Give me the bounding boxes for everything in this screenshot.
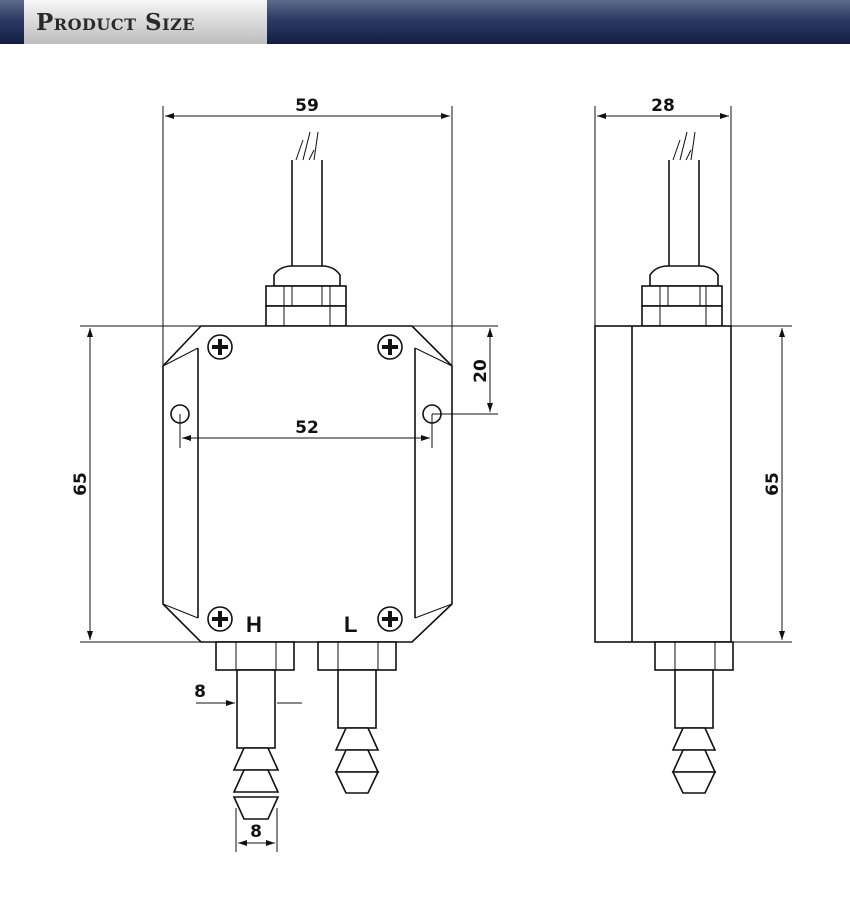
front-view: H L [162, 131, 453, 820]
screw-top-right-icon [377, 334, 403, 360]
dim-label-side-height: 65 [763, 472, 783, 496]
port-label-high: H [246, 612, 262, 637]
side-port-fitting [654, 641, 734, 794]
page-title: Product Size [36, 9, 195, 36]
header-bar: Product Size [0, 0, 850, 44]
side-housing [594, 325, 732, 643]
dim-label-hole-spacing: 52 [295, 418, 319, 438]
front-cable [291, 131, 323, 266]
dimension-hole-offset: 20 [412, 325, 498, 415]
side-cable-gland [641, 265, 723, 327]
dim-label-front-width: 59 [295, 96, 319, 116]
side-cable [668, 131, 700, 266]
port-fitting-high [215, 641, 295, 820]
port-fitting-low [317, 641, 397, 794]
screw-bottom-left-icon [207, 606, 233, 632]
dimension-front-height: 65 [71, 325, 216, 643]
header-tab [24, 0, 267, 44]
dimension-side-height: 65 [731, 325, 792, 643]
dim-label-side-width: 28 [651, 96, 675, 116]
front-housing [162, 325, 453, 643]
dim-label-nipple-width: 8 [194, 682, 206, 702]
dim-label-front-height: 65 [71, 472, 91, 496]
dimension-front-width: 59 [162, 96, 453, 366]
front-cable-gland [265, 265, 347, 327]
screw-bottom-right-icon [377, 606, 403, 632]
side-view [594, 131, 734, 794]
dimension-barb-width: 8 [235, 808, 278, 852]
dimension-nipple-width: 8 [194, 682, 302, 706]
dimension-side-width: 28 [594, 96, 732, 326]
dimension-hole-spacing: 52 [179, 414, 433, 448]
dim-label-hole-offset: 20 [471, 359, 491, 383]
port-label-low: L [344, 612, 357, 637]
dim-label-barb-width: 8 [250, 822, 262, 842]
screw-top-left-icon [207, 334, 233, 360]
